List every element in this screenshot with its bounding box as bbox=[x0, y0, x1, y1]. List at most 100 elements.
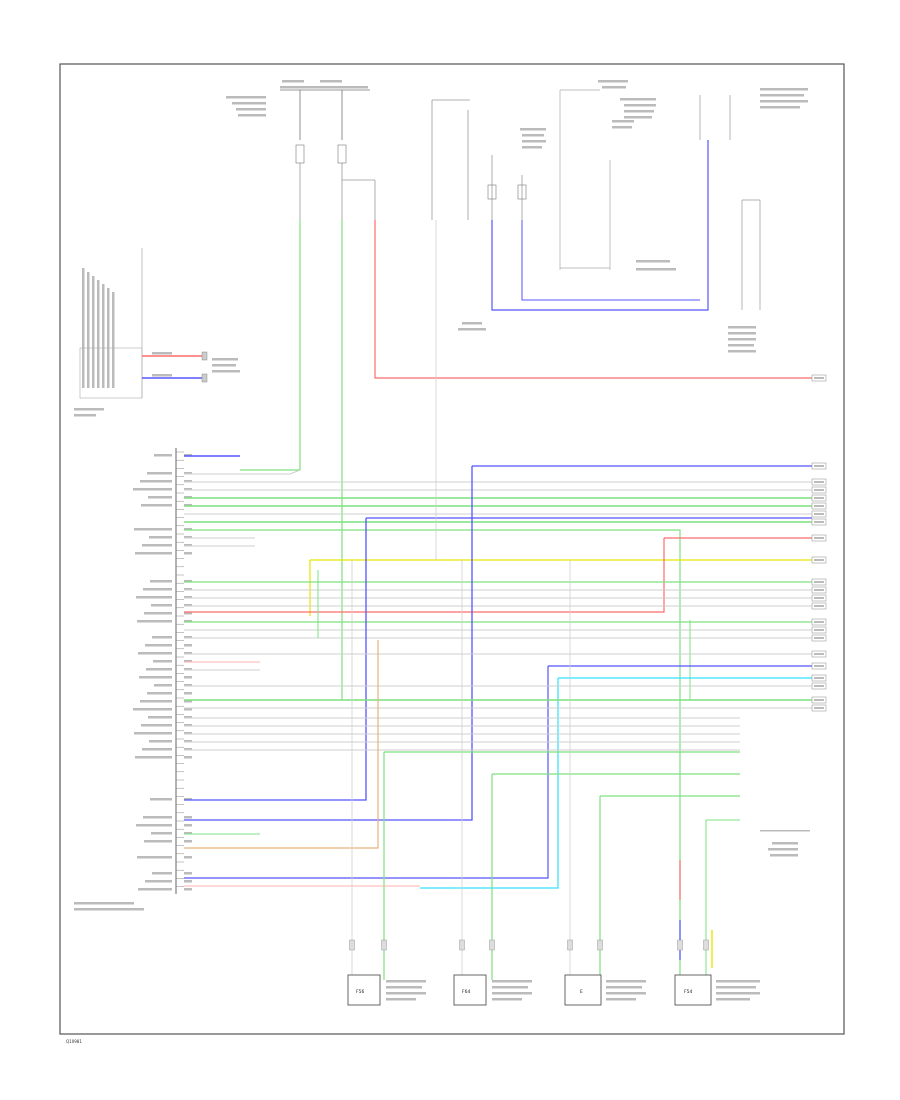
pin-number-mark bbox=[184, 748, 192, 751]
pin-label-mark bbox=[137, 620, 172, 623]
pin-label-mark bbox=[142, 748, 172, 751]
wire-blue-top bbox=[491, 140, 709, 311]
pin-number-mark bbox=[184, 544, 192, 547]
bottom-connector-4: F54 bbox=[674, 974, 760, 1006]
pin-number-mark bbox=[184, 684, 192, 687]
pin-label-mark bbox=[140, 700, 172, 703]
pin-label-mark bbox=[133, 708, 172, 711]
pin-number-mark bbox=[184, 740, 192, 743]
pin-label-mark bbox=[135, 756, 172, 759]
pin-number-mark bbox=[184, 596, 192, 599]
right-pin-label-mark bbox=[814, 505, 824, 507]
right-pin-label-mark bbox=[814, 513, 824, 515]
pin-label-mark bbox=[145, 880, 172, 883]
pin-number-mark bbox=[184, 580, 192, 583]
right-pin-label-mark bbox=[814, 489, 824, 491]
pin-label-mark bbox=[144, 840, 172, 843]
connector-code-4: F54 bbox=[684, 989, 692, 995]
right-pin-label-mark bbox=[814, 589, 824, 591]
pin-label-mark bbox=[147, 692, 172, 695]
pin-number-mark bbox=[184, 708, 192, 711]
right-pin-label-mark bbox=[814, 559, 824, 561]
pin-label-mark bbox=[154, 684, 172, 687]
pin-number-mark bbox=[184, 832, 192, 835]
pin-label-mark bbox=[144, 612, 172, 615]
pin-label-mark bbox=[137, 856, 172, 859]
right-pin-label-mark bbox=[814, 665, 824, 667]
pin-number-mark bbox=[184, 612, 192, 615]
pin-number-mark bbox=[184, 676, 192, 679]
pin-number-mark bbox=[184, 504, 192, 507]
right-pin-label-mark bbox=[814, 581, 824, 583]
pin-label-mark bbox=[145, 644, 172, 647]
wire-blue-long-1-down bbox=[184, 466, 473, 821]
pin-number-mark bbox=[184, 652, 192, 655]
pin-number-mark bbox=[184, 488, 192, 491]
pin-number-mark bbox=[184, 700, 192, 703]
pin-label-mark bbox=[146, 668, 172, 671]
pin-number-mark bbox=[184, 888, 192, 891]
right-pin-label-mark bbox=[814, 597, 824, 599]
pin-label-mark bbox=[136, 596, 172, 599]
right-pin-label-mark bbox=[814, 653, 824, 655]
pin-number-mark bbox=[184, 528, 192, 531]
connector-pin-stub bbox=[349, 939, 355, 951]
bottom-connector-2: F64 bbox=[453, 974, 532, 1006]
pin-label-mark bbox=[152, 636, 172, 639]
diagram-frame bbox=[59, 63, 845, 1035]
pin-number-mark bbox=[184, 668, 192, 671]
pin-number-mark bbox=[184, 480, 192, 483]
pin-number-mark bbox=[184, 824, 192, 827]
pin-label-mark bbox=[149, 740, 172, 743]
wire-red-top bbox=[374, 220, 812, 379]
pin-number-mark bbox=[184, 604, 192, 607]
pin-label-mark bbox=[147, 472, 172, 475]
right-pin-label-mark bbox=[814, 637, 824, 639]
connector-code-3: E bbox=[580, 989, 583, 995]
control-unit-pin-block bbox=[74, 448, 192, 911]
pin-number-mark bbox=[184, 716, 192, 719]
pin-number-mark bbox=[184, 552, 192, 555]
pin-number-mark bbox=[184, 732, 192, 735]
pin-label-mark bbox=[148, 496, 172, 499]
pin-number-mark bbox=[184, 496, 192, 499]
right-pin-label-mark bbox=[814, 521, 824, 523]
pin-label-mark bbox=[154, 454, 172, 457]
right-component-label bbox=[760, 830, 810, 857]
pin-label-mark bbox=[141, 724, 172, 727]
pin-number-mark bbox=[184, 856, 192, 859]
wire-blue-top-2 bbox=[521, 220, 700, 301]
right-pin-label-mark bbox=[814, 621, 824, 623]
connector-code-1: F56 bbox=[356, 989, 364, 995]
pin-label-mark bbox=[152, 872, 172, 875]
power-supply-section bbox=[226, 80, 808, 353]
pin-number-mark bbox=[184, 454, 192, 457]
right-pin-label-mark bbox=[814, 605, 824, 607]
pin-number-mark bbox=[184, 724, 192, 727]
connector-pin-stub bbox=[381, 939, 387, 951]
pin-label-mark bbox=[141, 504, 172, 507]
right-pin-label-mark bbox=[814, 677, 824, 679]
pin-label-mark bbox=[140, 480, 172, 483]
bottom-connector-1: F56 bbox=[347, 974, 426, 1006]
connector-pin-stub bbox=[567, 939, 573, 951]
wire-blue-long-2-down bbox=[184, 518, 367, 801]
wire-red-mid-2 bbox=[184, 538, 665, 613]
pin-number-mark bbox=[184, 644, 192, 647]
pin-number-mark bbox=[184, 620, 192, 623]
pin-number-mark bbox=[184, 798, 192, 801]
pin-number-mark bbox=[184, 816, 192, 819]
connector-pin-stub bbox=[459, 939, 465, 951]
right-pin-label-mark bbox=[814, 377, 824, 379]
pin-label-mark bbox=[135, 552, 172, 555]
pin-number-mark bbox=[184, 472, 192, 475]
pin-number-mark bbox=[184, 636, 192, 639]
right-pin-label-mark bbox=[814, 707, 824, 709]
pin-label-mark bbox=[142, 544, 172, 547]
pin-label-mark bbox=[151, 604, 172, 607]
pin-number-mark bbox=[184, 660, 192, 663]
right-pin-label-mark bbox=[814, 537, 824, 539]
connector-pin-stub bbox=[677, 939, 683, 951]
